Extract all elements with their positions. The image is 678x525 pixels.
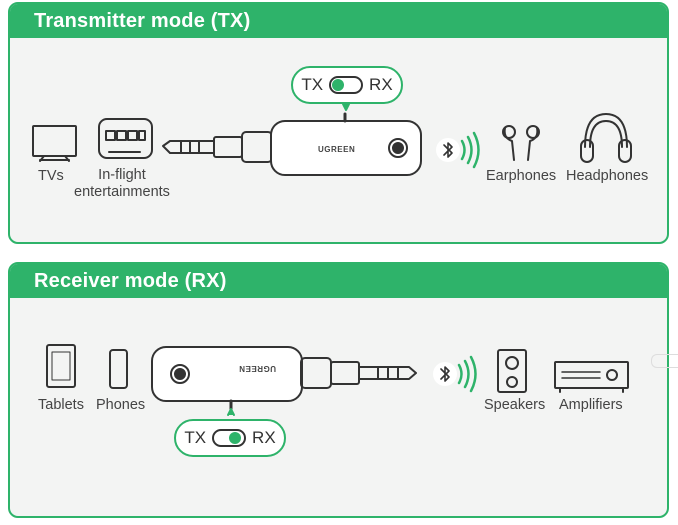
tv-icon [32, 125, 77, 162]
tx-device-body [270, 112, 422, 176]
bluetooth-icon [433, 355, 477, 393]
tx-mode-switch[interactable]: TX RX [291, 66, 403, 104]
rx-device-brand: UGREEN [239, 364, 276, 373]
transmitter-panel: Transmitter mode (TX) [8, 2, 669, 244]
tv-label: TVs [38, 168, 64, 184]
speaker-icon [497, 349, 527, 393]
phone-icon [109, 349, 128, 389]
amplifier-icon [554, 361, 629, 393]
phones-label: Phones [96, 397, 146, 413]
rx-switch-label-tx: TX [184, 428, 207, 447]
tx-switch-label-rx: RX [369, 75, 393, 94]
earphones-label: Earphones [486, 168, 557, 184]
edge-decoration [651, 354, 678, 368]
tablet-icon [46, 344, 76, 388]
rx-mode-switch[interactable]: TX RX [174, 419, 286, 457]
tx-device-brand: UGREEN [318, 145, 355, 154]
tablets-label: Tablets [38, 397, 84, 413]
rx-switch-label-rx: RX [252, 428, 276, 447]
inflight-label: In-flight entertainments [74, 167, 170, 200]
audio-jack-icon [300, 357, 417, 389]
switch-icon [212, 429, 247, 447]
receiver-title: Receiver mode (RX) [10, 264, 667, 298]
headphones-label: Headphones [566, 168, 649, 184]
bluetooth-icon [436, 131, 480, 169]
rx-device-body [151, 346, 303, 411]
receiver-panel: Receiver mode (RX) [8, 262, 669, 518]
transmitter-title: Transmitter mode (TX) [10, 4, 667, 38]
inflight-screen-icon [98, 118, 153, 159]
tx-switch-label-tx: TX [301, 75, 324, 94]
switch-icon [329, 76, 364, 94]
amplifiers-label: Amplifiers [559, 397, 623, 413]
speakers-label: Speakers [484, 397, 546, 413]
headphones-icon [580, 113, 632, 163]
audio-jack-icon [162, 131, 273, 163]
earphones-icon [502, 125, 540, 161]
